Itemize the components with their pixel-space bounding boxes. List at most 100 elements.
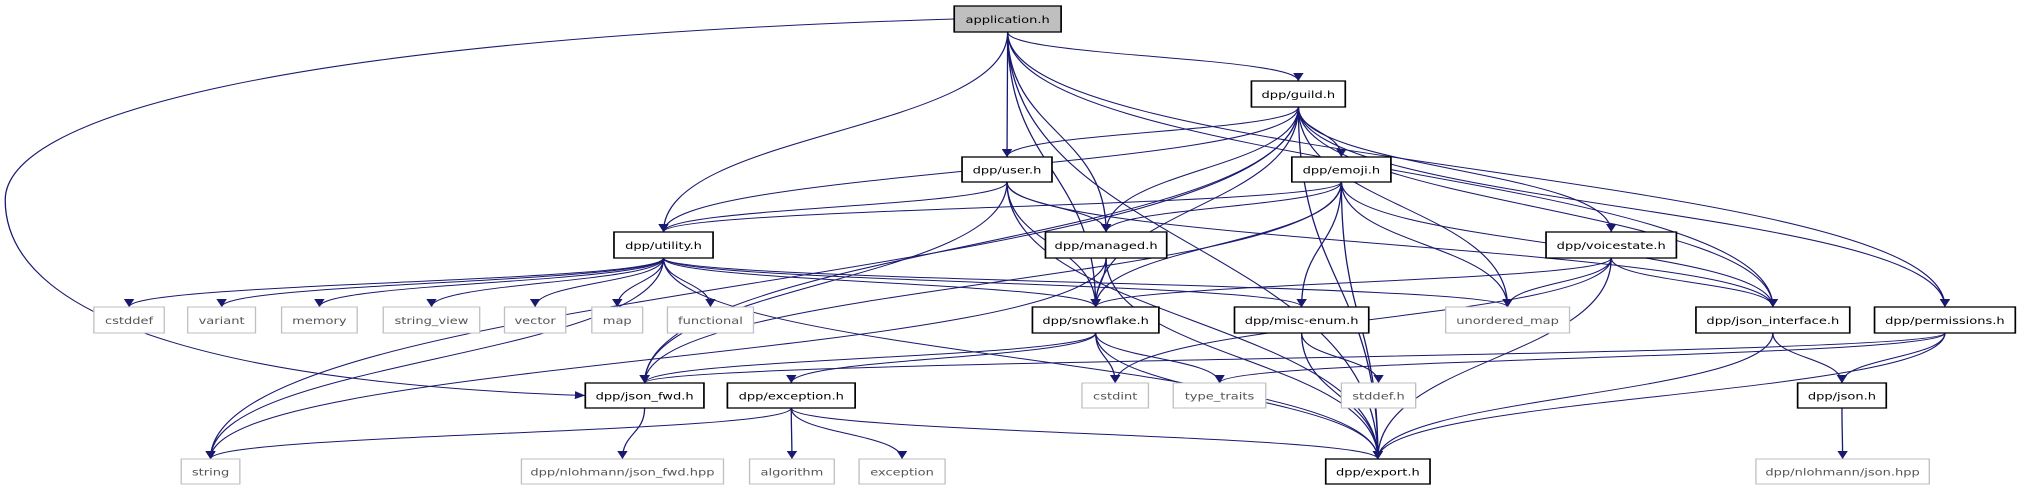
edge-exception_h-to-string [205,407,792,460]
node-guild[interactable]: dpp/guild.h [1250,80,1347,108]
nodes-layer: application.h dpp/guild.h dpp/user.h dpp/em… [93,5,2017,485]
edge-permissions-to-json_fwd [639,332,1946,384]
node-label: dpp/voicestate.h [1557,239,1666,251]
edge-json_interface-to-export [1372,332,1774,460]
node-voicestate[interactable]: dpp/voicestate.h [1545,231,1678,259]
node-label: dpp/permissions.h [1885,314,2005,326]
node-vector[interactable]: vector [503,306,567,334]
edge-user-to-json_fwd [639,181,1008,384]
node-label: dpp/managed.h [1055,239,1158,251]
node-label: dpp/json_fwd.h [596,390,694,402]
node-utility[interactable]: dpp/utility.h [613,231,714,259]
node-box [1796,382,1888,409]
node-emoji[interactable]: dpp/emoji.h [1290,156,1392,183]
node-json_interface[interactable]: dpp/json_interface.h [1695,306,1851,334]
node-label: dpp/json.h [1808,390,1876,402]
edge-emoji-to-unordered_map [1340,181,1513,308]
node-box [382,306,481,334]
edge-managed-to-export [1105,257,1384,460]
node-box [1172,382,1267,409]
node-managed[interactable]: dpp/managed.h [1044,231,1168,259]
edge-permissions-to-type_traits [1214,332,1946,384]
node-box [748,458,835,485]
node-json[interactable]: dpp/json.h [1796,382,1888,409]
edge-guild-to-voicestate [1297,106,1617,233]
node-string_view[interactable]: string_view [382,306,481,334]
node-label: cstddef [105,314,154,326]
edge-user-to-utility [658,181,1008,233]
node-misc_enum[interactable]: dpp/misc-enum.h [1233,306,1370,334]
edge-voicestate-to-json_interface [1610,257,1779,308]
edge-guild-to-unordered_map [1297,106,1513,308]
node-cstdint[interactable]: cstdint [1081,382,1150,409]
node-memory[interactable]: memory [280,306,358,334]
node-label: dpp/utility.h [625,239,702,251]
node-label: functional [678,314,743,326]
edge-application-to-managed [1007,31,1112,233]
node-map[interactable]: map [591,306,644,334]
edge-snowflake-to-cstdint [1095,332,1121,384]
edge-guild-to-json_fwd [639,106,1300,384]
edge-utility-to-memory [314,257,665,308]
node-label: dpp/export.h [1336,466,1420,478]
edge-guild-to-json_interface [1297,106,1779,308]
edge-emoji-to-misc_enum [1296,181,1343,308]
node-label: dpp/user.h [973,164,1042,176]
edge-application-to-guild [1007,31,1304,82]
edge-application-to-user [1001,31,1013,158]
node-string[interactable]: string [180,458,241,485]
edge-emoji-to-managed [1100,181,1343,233]
edge-json_interface-to-json [1772,332,1848,384]
node-exception[interactable]: exception [858,458,946,485]
node-label: string_view [395,314,469,326]
node-type_traits[interactable]: type_traits [1172,382,1267,409]
node-functional[interactable]: functional [666,306,755,334]
edge-application-to-json_fwd [4,18,955,400]
node-permissions[interactable]: dpp/permissions.h [1873,306,2017,334]
node-box [726,382,856,409]
node-nlohmann_json[interactable]: dpp/nlohmann/json.hpp [1755,458,1930,485]
node-label: memory [292,314,347,326]
edge-utility-to-variant [216,257,665,308]
edge-exception_h-to-exception [790,407,908,460]
node-box [584,382,705,409]
node-cstddef[interactable]: cstddef [93,306,165,334]
edge-utility-to-string [205,257,665,460]
edge-application-to-utility [658,31,1009,233]
node-label: dpp/json_interface.h [1706,314,1839,326]
node-nlohmann_json_fwd[interactable]: dpp/nlohmann/json_fwd.hpp [520,458,725,485]
edge-application-to-export [1007,31,1384,460]
node-variant[interactable]: variant [187,306,257,334]
node-label: dpp/nlohmann/json_fwd.hpp [530,466,714,478]
node-export[interactable]: dpp/export.h [1324,458,1431,485]
node-box [961,156,1053,183]
node-unordered_map[interactable]: unordered_map [1445,306,1571,334]
edge-utility-to-string_view [426,257,665,308]
node-snowflake[interactable]: dpp/snowflake.h [1031,306,1160,334]
node-box [1044,231,1168,259]
node-box [1081,382,1150,409]
node-exception_h[interactable]: dpp/exception.h [726,382,856,409]
node-label: algorithm [760,466,823,478]
edge-permissions-to-json [1836,332,1946,384]
edge-utility-to-vector [529,257,665,308]
node-box [1340,382,1417,409]
node-label: unordered_map [1456,314,1559,326]
edge-json_fwd-to-nlohmann_json_fwd [617,407,646,460]
edge-utility-to-cstddef [124,257,665,308]
node-label: cstdint [1093,390,1138,402]
edge-voicestate-to-unordered_map [1502,257,1612,308]
edge-permissions-to-export [1372,332,1946,460]
node-label: stddef.h [1352,390,1404,402]
edge-exception_h-to-export [790,407,1383,460]
node-application[interactable]: application.h [953,5,1062,33]
node-algorithm[interactable]: algorithm [748,458,835,485]
node-user[interactable]: dpp/user.h [961,156,1053,183]
node-stddef[interactable]: stddef.h [1340,382,1417,409]
edge-guild-to-emoji [1297,106,1347,158]
node-json_fwd[interactable]: dpp/json_fwd.h [584,382,705,409]
node-label: dpp/emoji.h [1303,164,1381,176]
edge-voicestate-to-export [1372,257,1612,460]
edge-application-to-permissions [1007,31,1951,308]
